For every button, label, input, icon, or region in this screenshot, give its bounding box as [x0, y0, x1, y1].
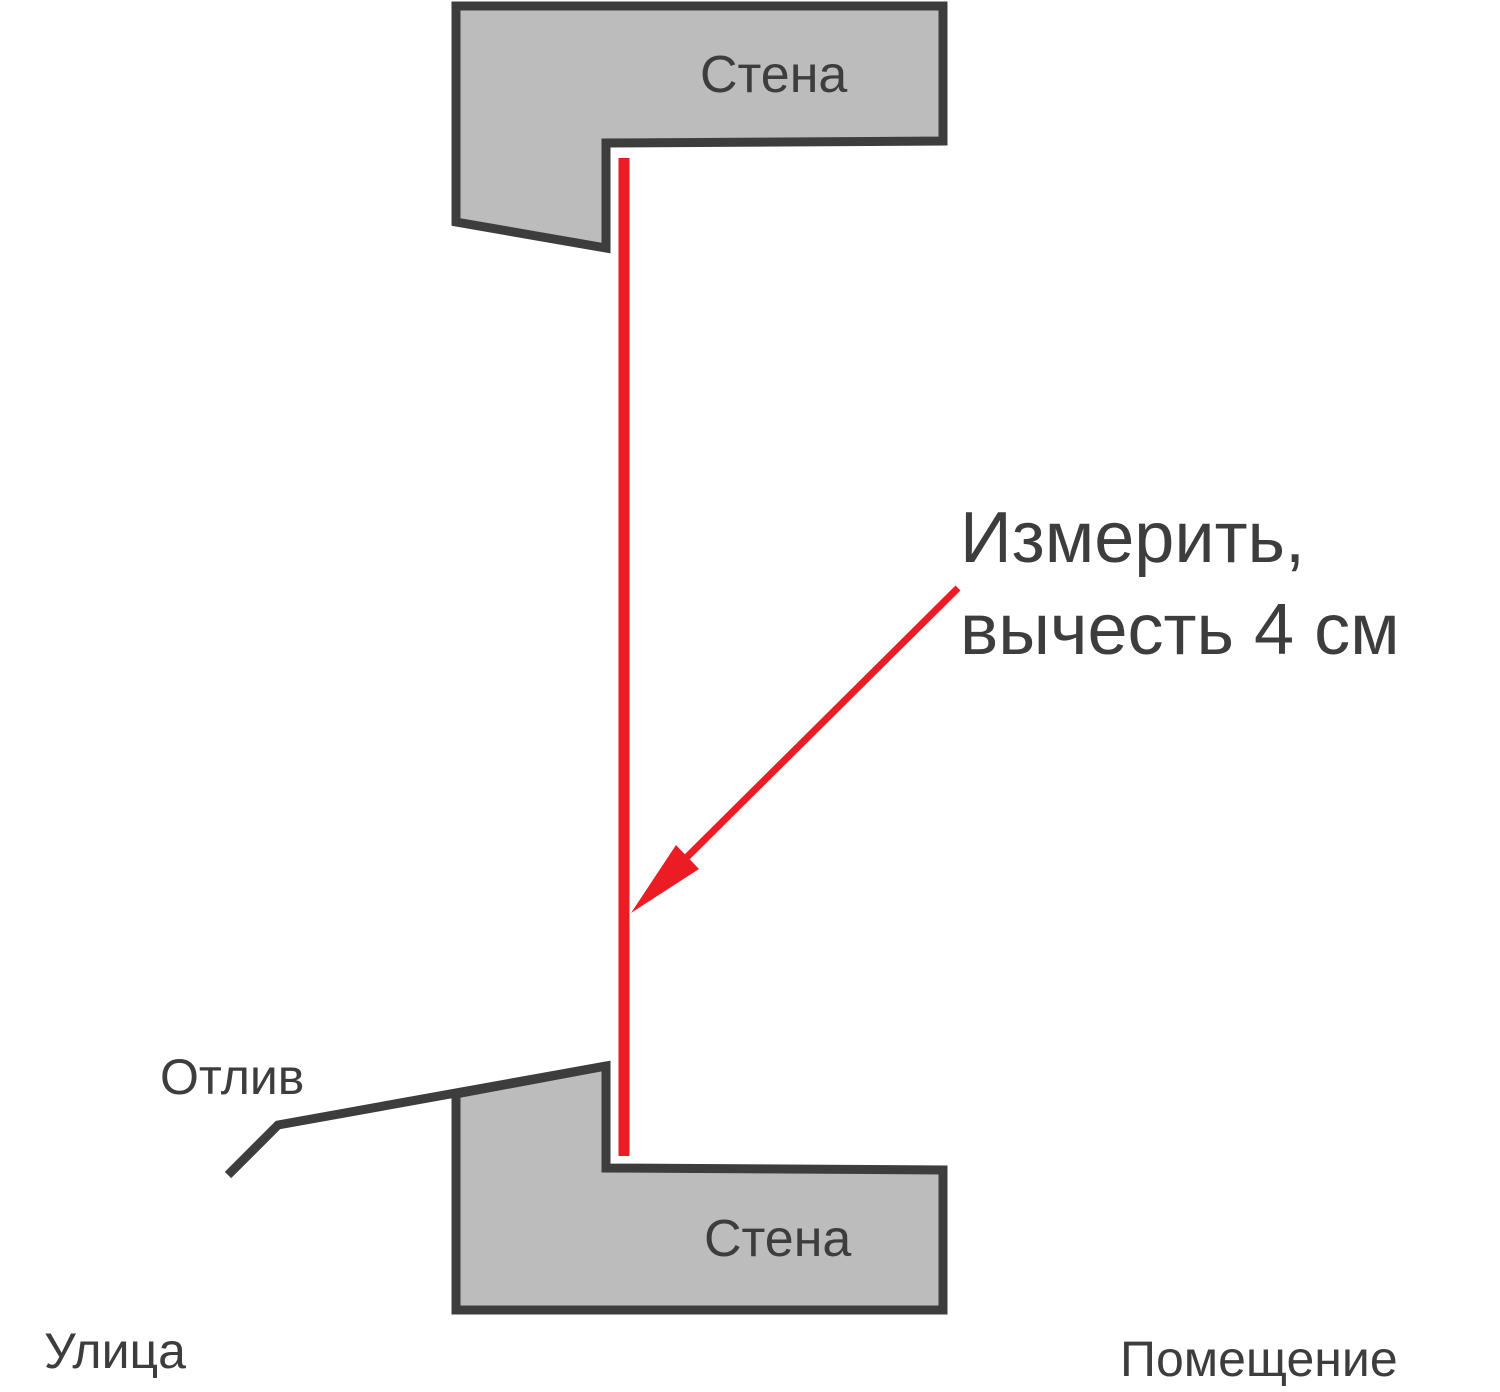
wall-bottom-shape [451, 1060, 948, 1315]
arrow-head-icon [631, 845, 699, 913]
measure-label-line1: Измерить, [960, 498, 1305, 578]
wall-top-shape [451, 1, 948, 254]
wall-top-label: Стена [700, 46, 847, 104]
sill-line [224, 1061, 607, 1179]
sill-label: Отлив [160, 1049, 304, 1105]
measure-label-line2: вычесть 4 см [960, 590, 1400, 670]
room-label: Помещение [1120, 1331, 1398, 1387]
street-label: Улица [44, 1323, 186, 1379]
arrow-shaft [679, 585, 961, 865]
wall-bottom-label: Стена [704, 1210, 851, 1268]
